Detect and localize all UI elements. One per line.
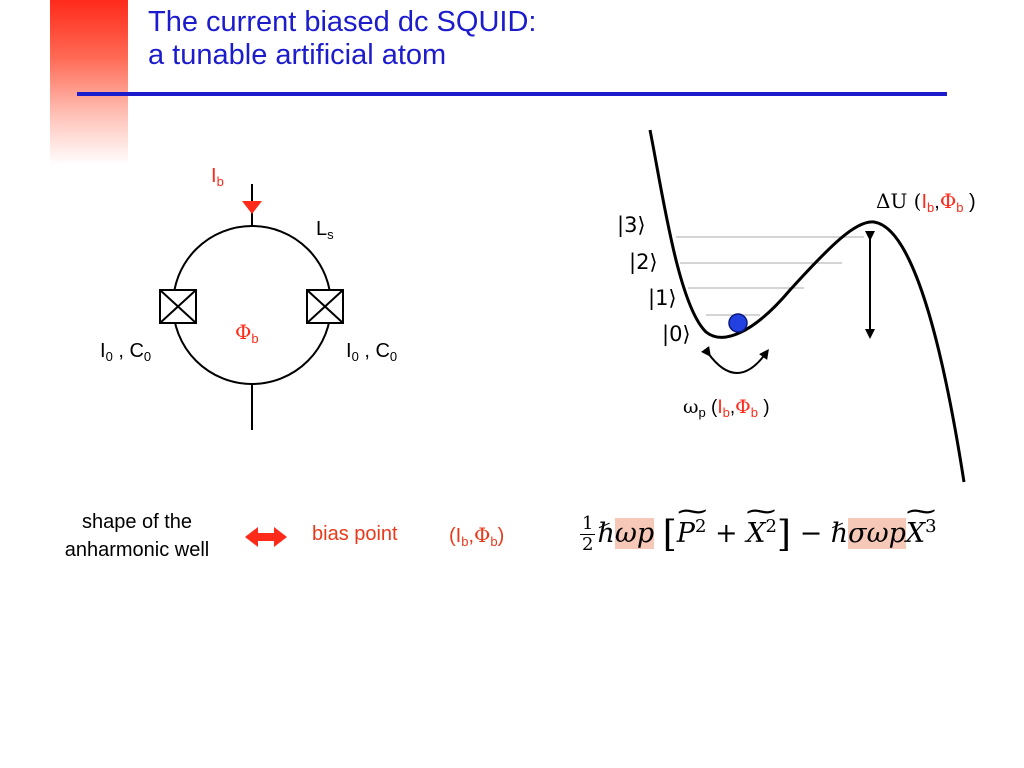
particle-ball <box>728 313 748 333</box>
junction-right-label: I0 , C0 <box>346 340 398 364</box>
junction-left <box>159 289 197 324</box>
energy-levels <box>676 236 864 316</box>
level-1-label: |1⟩ <box>648 286 677 310</box>
slide-title: The current biased dc SQUID: a tunable a… <box>148 6 536 72</box>
omega-p-highlight: ωp <box>614 518 655 549</box>
title-line-2: a tunable artificial atom <box>148 39 447 71</box>
level-0-label: |0⟩ <box>662 322 691 346</box>
sigma-omega-p-highlight: σωp <box>848 518 906 549</box>
position-operator: X <box>746 518 765 549</box>
level-2-label: |2⟩ <box>629 250 658 274</box>
bias-point-text: bias point <box>312 523 398 545</box>
position-operator-cubed: X <box>906 518 925 549</box>
plasma-frequency-label: ωp (Ib,Φb ) <box>683 396 770 420</box>
momentum-operator: P <box>677 518 695 549</box>
junction-right <box>306 289 344 324</box>
title-line-1: The current biased dc SQUID: <box>148 6 537 38</box>
flux-label: Φb <box>235 320 259 346</box>
gradient-accent-bar <box>50 0 128 165</box>
title-underline <box>77 92 947 96</box>
barrier-height-label: ΔU (Ib,Φb ) <box>876 189 976 215</box>
potential-well-curve <box>648 129 966 483</box>
plasma-oscillation-arrow <box>701 346 769 374</box>
bias-variables: (Ib,Φb) <box>449 523 505 549</box>
equivalence-arrow <box>245 527 287 547</box>
well-shape-text: shape of the anharmonic well <box>64 511 210 561</box>
inductance-label: Ls <box>316 218 334 242</box>
level-3-label: |3⟩ <box>617 213 646 237</box>
bias-current-label: Ib <box>211 165 224 189</box>
junction-left-label: I0 , C0 <box>100 340 152 364</box>
bias-current-arrow <box>242 201 262 214</box>
